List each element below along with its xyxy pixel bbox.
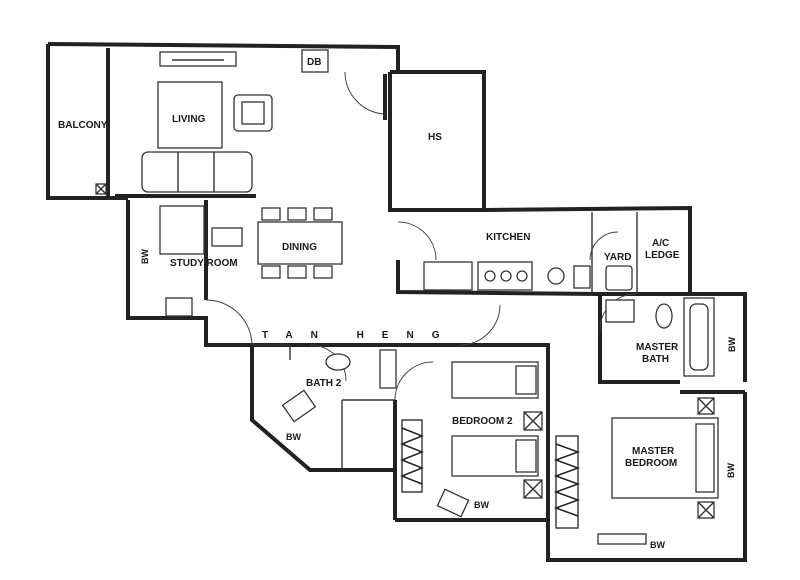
yard-washer [605,265,633,291]
label-bw-bath2: BW [286,432,301,442]
label-master-bath-2: BATH [642,354,669,365]
label-bw-master-bottom: BW [650,540,665,550]
label-bw-study: BW [140,249,150,264]
label-bw-master-side: BW [726,463,736,478]
label-master-bath-1: MASTER [636,342,679,353]
bath2-fixtures [281,349,397,423]
master-bed [597,397,719,545]
label-master-bedroom-2: BEDROOM [625,458,677,469]
armchair-living [233,94,273,132]
label-bw-master-bath: BW [727,337,737,352]
master-bath-fixtures [605,297,715,377]
label-yard: YARD [604,252,631,263]
label-db: DB [307,57,321,68]
room-labels: BALCONY LIVING DB HS STUDY ROOM DINING K… [58,57,680,469]
label-dining: DINING [282,242,317,253]
label-bw-bedroom2: BW [474,500,489,510]
label-hs: HS [428,132,442,143]
coffee-table [157,81,223,149]
label-bedroom-2: BEDROOM 2 [452,416,513,427]
wardrobe-labels: BW BW BW BW BW BW [140,249,737,550]
dining-table [257,207,343,279]
balcony-drain [95,183,107,195]
label-master-bedroom-1: MASTER [632,446,675,457]
study-chair [165,297,193,317]
watermark: TAN HENG [262,330,457,341]
wardrobe-hatch-master [553,435,581,529]
label-kitchen: KITCHEN [486,232,530,243]
label-living: LIVING [172,114,206,125]
study-desk [159,205,243,255]
label-study-room: STUDY ROOM [170,258,238,269]
db-box [301,49,329,73]
bedroom2-beds [436,361,543,518]
tv-console-living [159,51,237,67]
wardrobe-hatch-bedroom2 [399,419,425,493]
label-balcony: BALCONY [58,120,108,131]
walls [46,42,747,562]
kitchen-counter [423,261,591,291]
label-ac-ledge-1: A/C [652,238,669,249]
label-bath-2: BATH 2 [306,378,342,389]
sofa-living [141,151,253,193]
label-ac-ledge-2: LEDGE [645,250,680,261]
